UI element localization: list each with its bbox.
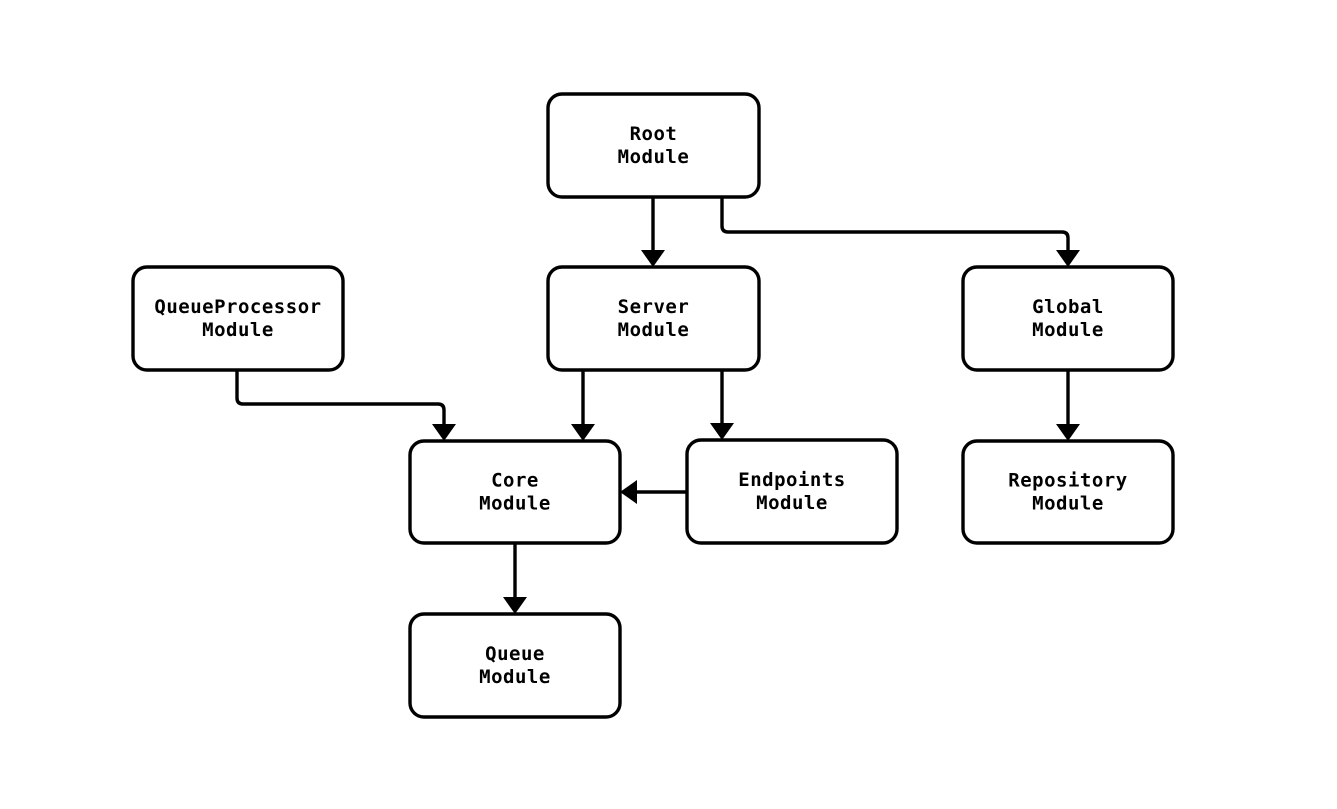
- edge-server-to-endpoints: [710, 370, 734, 440]
- node-box-queue[interactable]: [408, 612, 622, 719]
- edge-arrowhead-global-to-repository: [1056, 424, 1080, 441]
- node-label-suffix-repository: Module: [1032, 493, 1104, 515]
- edge-arrowhead-root-to-server: [641, 250, 665, 267]
- node-label-suffix-queue: Module: [479, 666, 551, 688]
- node-label-name-server: Server: [618, 296, 690, 318]
- edge-line-root-to-global: [720, 197, 1070, 258]
- node-label-suffix-queueprocessor: Module: [202, 319, 274, 341]
- node-label-name-root: Root: [630, 123, 678, 145]
- node-box-server[interactable]: [546, 265, 761, 372]
- node-label-name-queue: Queue: [485, 643, 545, 665]
- edge-global-to-repository: [1056, 370, 1080, 441]
- node-box-core[interactable]: [408, 439, 622, 545]
- node-label-name-core: Core: [491, 470, 539, 492]
- node-label-suffix-root: Module: [618, 146, 690, 168]
- node-box-root[interactable]: [546, 92, 761, 199]
- edge-arrowhead-root-to-global: [1056, 250, 1080, 267]
- node-box-queueprocessor[interactable]: [131, 265, 345, 372]
- edge-core-to-queue: [503, 543, 527, 614]
- edge-root-to-server: [641, 197, 665, 267]
- edge-arrowhead-queueprocessor-to-core: [432, 424, 456, 441]
- node-box-repository[interactable]: [961, 439, 1175, 545]
- edge-layer: [235, 197, 1080, 614]
- node-box-endpoints[interactable]: [685, 438, 899, 545]
- node-label-name-global: Global: [1032, 296, 1104, 318]
- node-label-name-repository: Repository: [1008, 470, 1127, 492]
- node-label-suffix-core: Module: [479, 493, 551, 515]
- node-label-name-endpoints: Endpoints: [738, 469, 845, 491]
- edge-arrowhead-endpoints-to-core: [620, 480, 637, 504]
- node-label-name-queueprocessor: QueueProcessor: [154, 296, 321, 318]
- edge-arrowhead-server-to-endpoints: [710, 423, 734, 440]
- node-label-suffix-endpoints: Module: [756, 492, 828, 514]
- node-box-global[interactable]: [961, 265, 1175, 372]
- edge-queueprocessor-to-core: [235, 370, 456, 441]
- node-layer: RootModuleQueueProcessorModuleServerModu…: [131, 92, 1175, 719]
- edge-arrowhead-core-to-queue: [503, 597, 527, 614]
- edge-server-to-core: [571, 370, 595, 441]
- edge-line-queueprocessor-to-core: [235, 370, 446, 432]
- edge-arrowhead-server-to-core: [571, 424, 595, 441]
- edge-root-to-global: [720, 197, 1080, 267]
- node-label-suffix-global: Module: [1032, 319, 1104, 341]
- node-label-suffix-server: Module: [618, 319, 690, 341]
- edge-endpoints-to-core: [620, 480, 687, 504]
